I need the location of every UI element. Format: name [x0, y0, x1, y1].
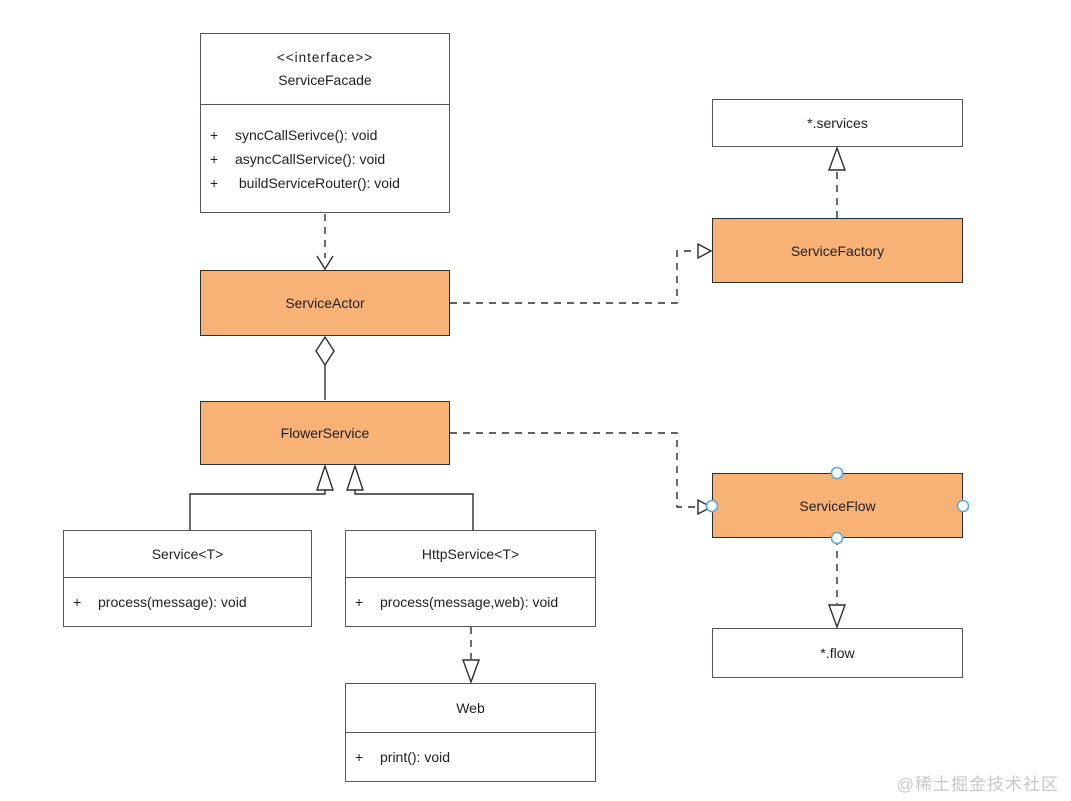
class-httpservice-t-header: HttpService<T>: [346, 531, 595, 578]
edge-flow-to-flowartifact[interactable]: [828, 538, 846, 630]
class-name: Service<T>: [151, 546, 224, 562]
class-name: ServiceFacade: [278, 72, 372, 88]
class-servicefactory[interactable]: ServiceFactory: [712, 218, 963, 283]
class-web-methods: + print(): void: [346, 733, 595, 781]
edge-actor-to-factory[interactable]: [450, 242, 713, 304]
artifact-flow[interactable]: *.flow: [712, 628, 963, 678]
edge-httpservicet-to-flower[interactable]: [346, 463, 474, 530]
class-service-t-header: Service<T>: [64, 531, 311, 578]
class-service-t[interactable]: Service<T> + process(message): void: [63, 530, 312, 627]
edge-factory-to-services[interactable]: [828, 145, 846, 218]
method-row: + print(): void: [355, 749, 451, 765]
method-row: + asyncCallService(): void: [210, 150, 386, 167]
class-httpservice-t-methods: + process(message,web): void: [346, 578, 595, 626]
class-web[interactable]: Web + print(): void: [345, 683, 596, 782]
class-servicefacade-header: <<interface>> ServiceFacade: [201, 34, 449, 105]
edge-flower-to-flow[interactable]: [450, 432, 713, 516]
edge-facade-to-actor[interactable]: [316, 214, 334, 271]
class-servicefacade-methods: + syncCallSerivce(): void + asyncCallSer…: [201, 105, 449, 212]
class-flowerservice[interactable]: FlowerService: [200, 401, 450, 465]
stereotype-label: <<interface>>: [276, 50, 374, 65]
watermark: @稀土掘金技术社区: [896, 775, 1059, 794]
class-name: FlowerService: [280, 425, 370, 441]
artifact-name: *.services: [807, 115, 868, 131]
selection-handle-top[interactable]: [830, 466, 844, 480]
edge-actor-to-flower[interactable]: [315, 335, 335, 400]
class-servicefacade[interactable]: <<interface>> ServiceFacade + syncCallSe…: [200, 33, 450, 213]
class-name: ServiceFactory: [790, 242, 885, 259]
class-name: ServiceActor: [285, 295, 365, 311]
class-name: ServiceFlow: [799, 497, 876, 514]
method-row: + syncCallSerivce(): void: [210, 126, 378, 143]
class-httpservice-t[interactable]: HttpService<T> + process(message,web): v…: [345, 530, 596, 627]
class-serviceactor[interactable]: ServiceActor: [200, 270, 450, 336]
edge-httpservicet-to-web[interactable]: [462, 627, 480, 685]
selection-handle-left[interactable]: [705, 499, 719, 513]
method-row: + process(message): void: [73, 594, 247, 610]
class-name: Web: [456, 700, 485, 716]
artifact-services[interactable]: *.services: [712, 99, 963, 147]
selection-handle-bottom[interactable]: [830, 531, 844, 545]
class-service-t-methods: + process(message): void: [64, 578, 311, 626]
class-name: HttpService<T>: [421, 546, 520, 562]
selection-handle-right[interactable]: [956, 499, 970, 513]
class-web-header: Web: [346, 684, 595, 733]
edge-servicet-to-flower[interactable]: [189, 463, 334, 530]
artifact-name: *.flow: [820, 645, 855, 661]
method-row: + buildServiceRouter(): void: [210, 174, 400, 191]
method-row: + process(message,web): void: [355, 594, 559, 610]
